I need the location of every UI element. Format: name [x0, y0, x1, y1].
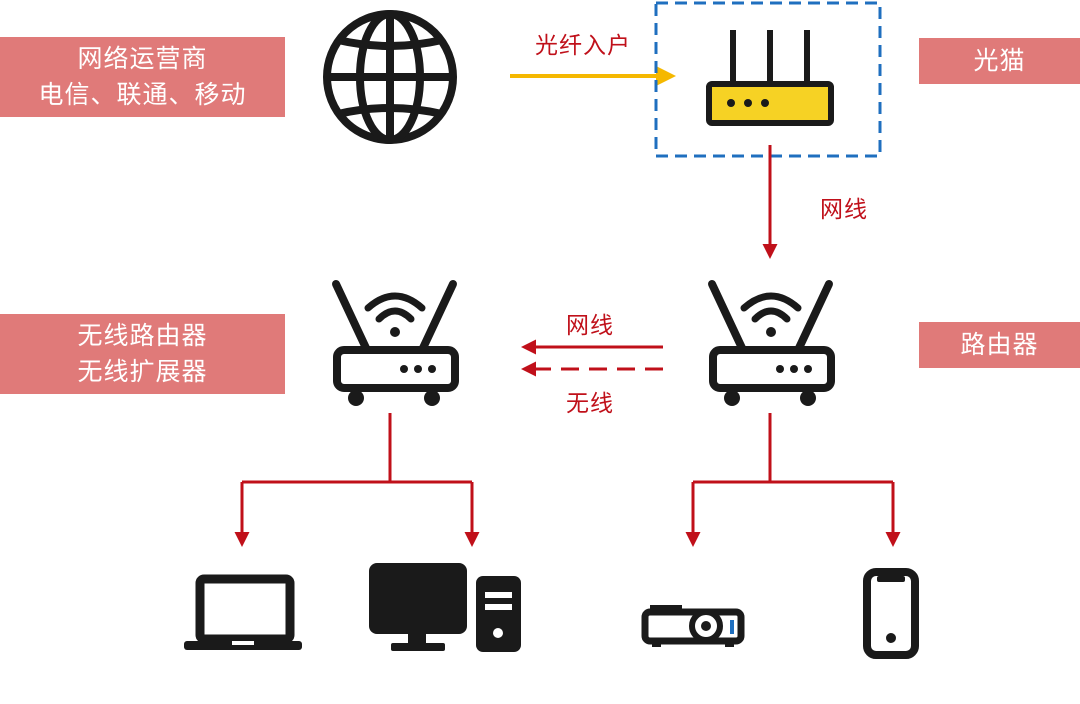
smartphone-icon — [863, 568, 919, 659]
secondary-router-label-line-1: 无线路由器 — [77, 321, 208, 350]
modem-label-text: 光猫 — [973, 46, 1026, 75]
router-label: 路由器 — [919, 322, 1080, 368]
modem-router-edge-label: 网线 — [820, 197, 868, 223]
secondary-router-label-line-2: 无线扩展器 — [77, 357, 208, 386]
main-router-icon — [708, 280, 835, 406]
router-label-text: 路由器 — [960, 330, 1039, 359]
fiber-edge-label: 光纤入户 — [535, 33, 631, 59]
secondary-router-icon — [332, 280, 459, 406]
projector-icon — [641, 605, 745, 647]
optical-modem-icon — [706, 30, 834, 126]
desktop-computer-icon — [369, 563, 521, 652]
laptop-icon — [184, 574, 302, 650]
isp-label-line-1: 网络运营商 — [77, 44, 208, 73]
globe-icon — [323, 10, 457, 144]
wired-edge-label: 网线 — [566, 313, 614, 339]
isp-label: 网络运营商 电信、联通、移动 — [0, 37, 285, 117]
modem-label: 光猫 — [919, 38, 1080, 84]
secondary-router-connectors — [234, 413, 480, 547]
secondary-router-label: 无线路由器 无线扩展器 — [0, 314, 285, 394]
isp-label-line-2: 电信、联通、移动 — [38, 80, 247, 109]
main-router-connectors — [685, 413, 901, 547]
wireless-edge-label: 无线 — [566, 391, 614, 417]
